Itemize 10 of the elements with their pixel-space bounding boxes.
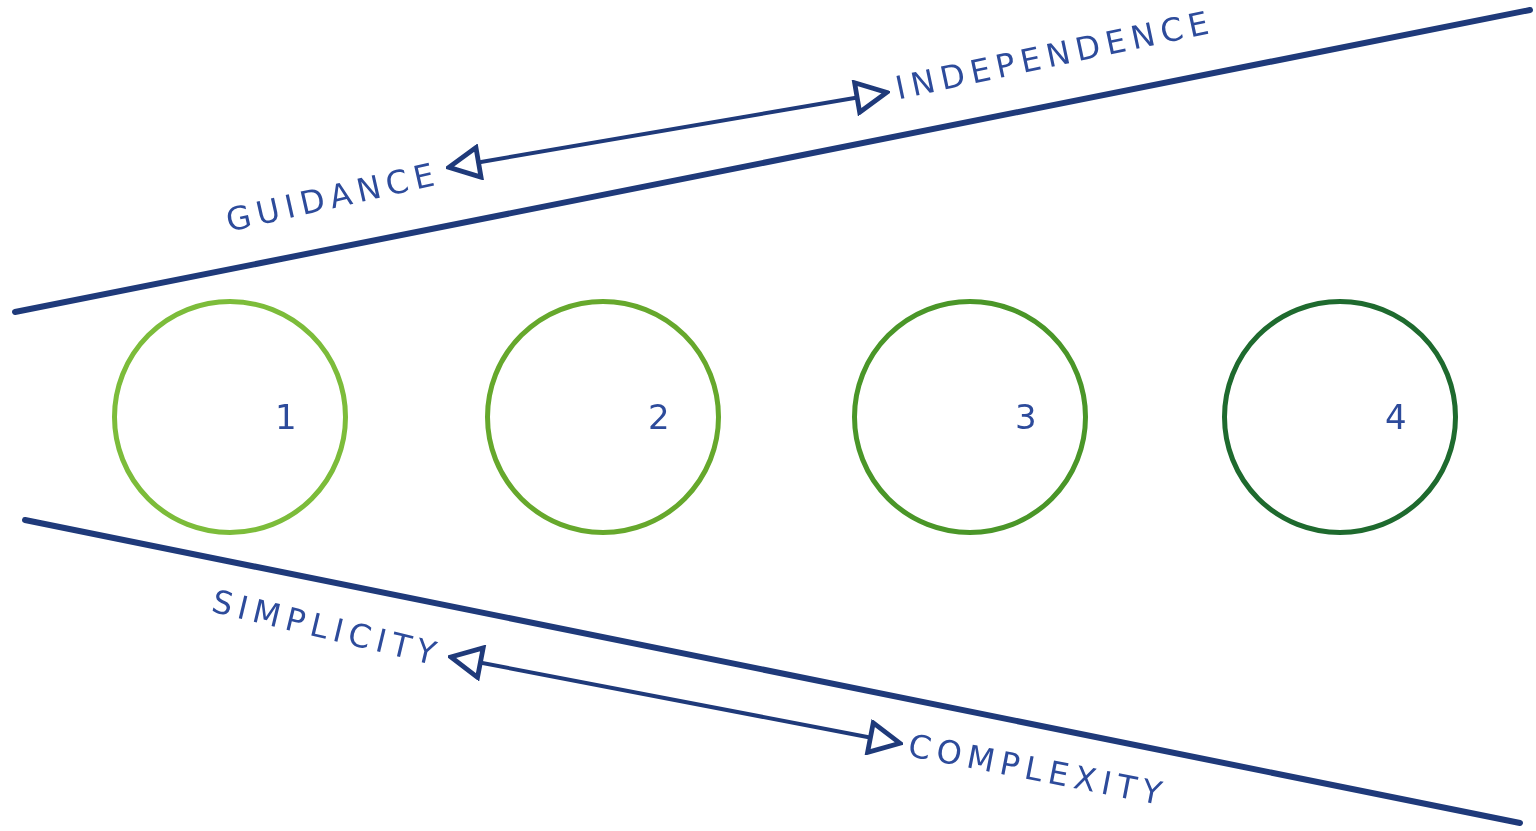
stage-circle xyxy=(852,299,1088,535)
double-arrow xyxy=(446,80,890,180)
stage-circle xyxy=(112,299,348,535)
stage-circle xyxy=(485,299,721,535)
stage-number: 1 xyxy=(275,400,297,434)
stage-number: 3 xyxy=(1015,400,1037,434)
stage-circle xyxy=(1222,299,1458,535)
double-arrow xyxy=(448,645,903,755)
stage-number: 2 xyxy=(648,400,670,434)
stage-number: 4 xyxy=(1385,400,1407,434)
